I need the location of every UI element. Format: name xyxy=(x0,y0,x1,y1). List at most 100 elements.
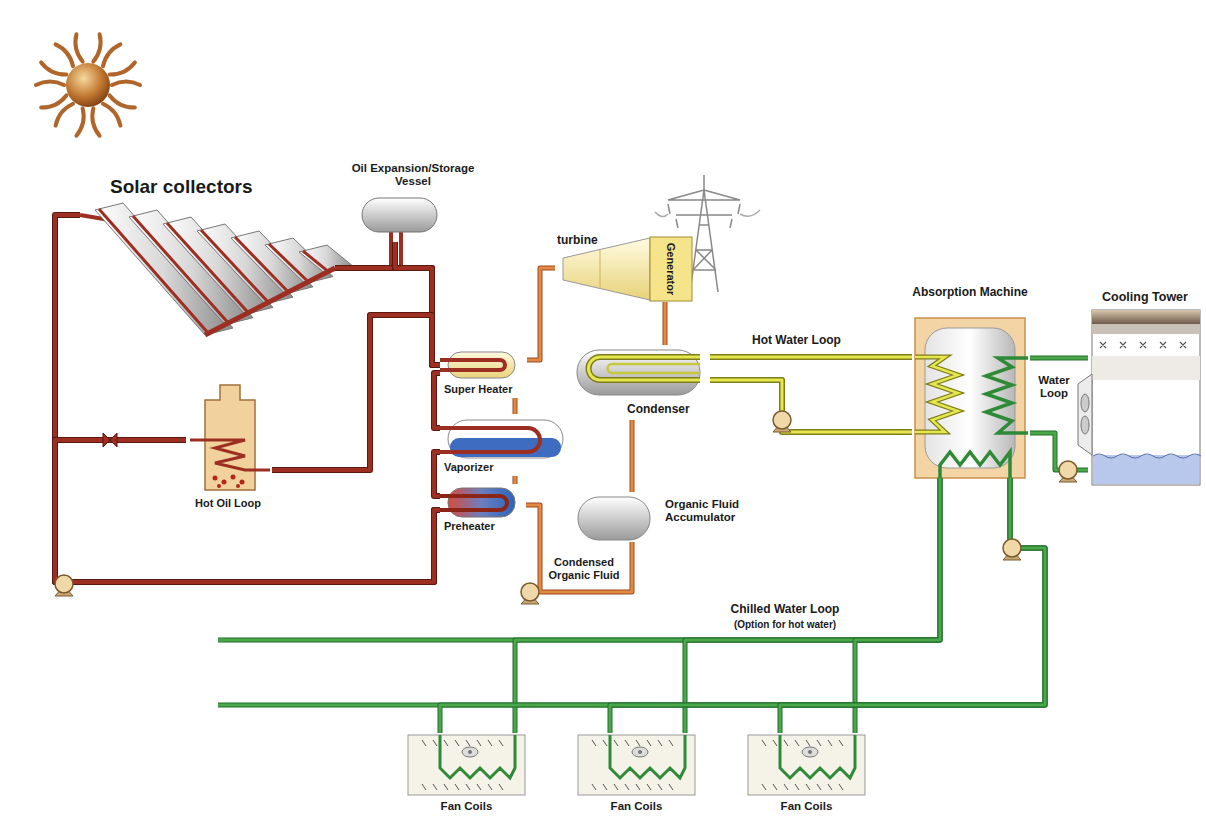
fan-coil-art xyxy=(773,740,777,790)
loop-label: Chilled Water Loop xyxy=(690,603,880,617)
absorption-machine-art xyxy=(915,318,1028,478)
fan-coil-art xyxy=(784,740,788,790)
fan-coil-art xyxy=(468,750,472,754)
solar-collector-art xyxy=(80,203,353,335)
component-box: Super Heater xyxy=(440,346,527,398)
pump xyxy=(1059,461,1077,479)
pipe-connector xyxy=(526,505,632,592)
fan-coil-art xyxy=(748,735,865,795)
pump xyxy=(1003,539,1021,557)
fan-coil-art xyxy=(462,747,478,757)
pipe-connector xyxy=(710,357,912,358)
valve xyxy=(103,433,117,447)
cooling-tower-art xyxy=(1092,310,1200,324)
solar-collector-art xyxy=(269,244,309,283)
component-box: Fan Coils xyxy=(745,733,870,817)
pipe-connector xyxy=(55,440,440,582)
solar-collector-art xyxy=(303,251,329,272)
pipe-connector xyxy=(527,268,555,360)
condenser-art xyxy=(577,350,700,395)
pipe-connector xyxy=(515,398,516,414)
component-box: Oil Expansion/Storage Vessel xyxy=(343,160,485,242)
pipe-connector xyxy=(710,380,912,432)
preheater-art xyxy=(440,488,515,517)
pump xyxy=(55,411,1077,604)
oil-heater-art xyxy=(231,475,236,480)
fan-coil-art xyxy=(603,740,607,790)
pipe-connector xyxy=(630,420,635,492)
component-label: Fan Coils xyxy=(745,800,868,813)
component-label: Vaporizer xyxy=(444,461,544,474)
pipe-connector xyxy=(272,315,440,470)
pipe-connector xyxy=(55,215,440,582)
condenser-art xyxy=(589,357,700,380)
pipe-connector xyxy=(272,315,440,470)
pipe-connector xyxy=(514,476,517,484)
fan-coil-art xyxy=(802,747,818,757)
turbine-art xyxy=(600,250,601,288)
pipe-connector xyxy=(440,478,1045,733)
pipe-connector xyxy=(1030,433,1088,470)
pipe-connector xyxy=(434,373,440,428)
oil-heater-art xyxy=(190,440,270,470)
fan-coil-art xyxy=(638,750,642,754)
transmission-tower xyxy=(668,204,740,228)
component-box: Fan Coils xyxy=(405,733,530,817)
component-box: turbine xyxy=(555,232,650,302)
component-box: Solar collectors xyxy=(80,172,335,350)
component-label: turbine xyxy=(557,234,617,248)
fan-coil-art xyxy=(499,740,503,790)
pipe-connector xyxy=(513,476,518,484)
sun xyxy=(76,108,83,135)
pipe-connector xyxy=(610,478,1045,733)
fan-coil-art xyxy=(477,740,481,790)
fan-coil-art xyxy=(578,735,695,795)
pipe-connector xyxy=(664,302,667,345)
fan-coil-art xyxy=(440,735,515,778)
pipe-connector xyxy=(710,356,912,359)
sun xyxy=(93,34,100,61)
component-label: Absorption Machine xyxy=(912,286,1028,300)
component-box: Hot Oil Loop xyxy=(186,380,272,512)
cooling-tower-art xyxy=(1078,310,1201,485)
pipe-connector xyxy=(527,268,555,360)
sun xyxy=(36,34,140,135)
fan-coil-art xyxy=(828,740,832,790)
pipe-connector xyxy=(632,420,633,492)
component-box: Preheater xyxy=(440,484,526,535)
cooling-tower-art xyxy=(1078,374,1092,455)
pipe-connector xyxy=(663,302,668,345)
preheater-art xyxy=(448,488,515,517)
sun xyxy=(41,62,66,74)
oil-heater-art xyxy=(236,484,240,488)
fan-coil-art xyxy=(422,740,426,790)
pipe-connector xyxy=(434,452,440,496)
pipe-connector xyxy=(610,478,1045,733)
sun xyxy=(56,104,73,126)
cooling-tower-art xyxy=(1092,356,1200,380)
pump xyxy=(773,411,791,429)
component-box: Absorption Machine xyxy=(912,284,1030,478)
condenser-art xyxy=(589,357,700,380)
component-box: Generator xyxy=(650,236,692,302)
pipe-connector xyxy=(710,380,912,432)
sun xyxy=(36,34,140,135)
sun xyxy=(75,34,82,61)
cooling-tower-art xyxy=(1081,416,1089,434)
pipe-connector xyxy=(710,354,912,360)
sun xyxy=(110,62,135,74)
component-label: Condenser xyxy=(627,403,707,417)
absorption-machine-art xyxy=(915,357,958,432)
cooling-tower-art xyxy=(1093,455,1199,484)
fan-coil-art xyxy=(625,740,629,790)
absorption-machine-art xyxy=(915,318,1025,478)
pipe-connector xyxy=(515,478,940,733)
preheater-art xyxy=(440,496,507,510)
sun xyxy=(112,82,140,86)
sun xyxy=(66,63,110,107)
pipe-connector xyxy=(55,440,440,582)
component-label: Hot Oil Loop xyxy=(186,497,270,510)
pipe-connector xyxy=(513,398,518,414)
absorption-machine-art xyxy=(940,452,1010,478)
component-label: Oil Expansion/Storage Vessel xyxy=(343,162,483,188)
